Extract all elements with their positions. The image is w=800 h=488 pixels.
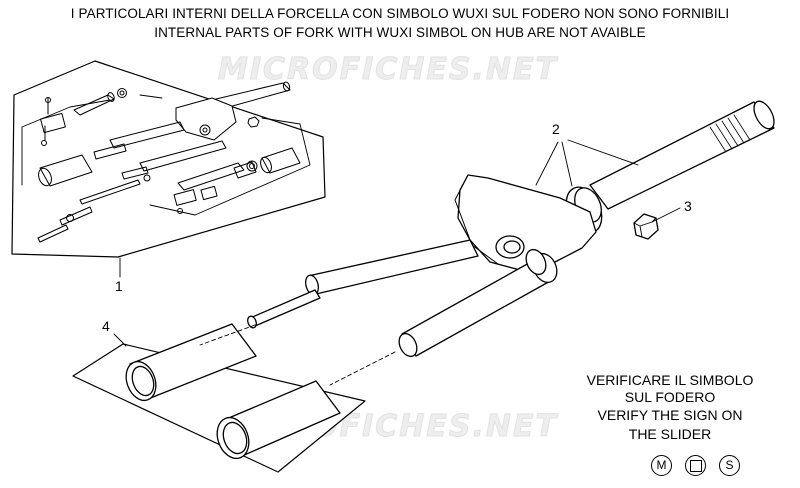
callout-4: 4 [102,318,110,334]
callout-3: 3 [684,198,692,214]
main-fork [247,100,775,358]
leader-lines [113,139,681,386]
lower-sliders [125,323,341,460]
inset-frame [11,60,326,258]
inset-internal-parts [37,88,301,243]
header-note-italian: I PARTICOLARI INTERNI DELLA FORCELLA CON… [70,6,730,21]
watermark-top: MICROFICHES.NET [218,52,558,88]
symbol-m-icon: M [651,455,672,476]
note-line-2: SUL FODERO [624,389,716,405]
inset-fork [93,81,291,180]
symbol-square-icon [685,455,706,476]
note-line-3: VERIFY THE SIGN ON [597,407,743,423]
header-note-english: INTERNAL PARTS OF FORK WITH WUXI SIMBOL … [154,25,646,40]
callout-2: 2 [552,121,560,137]
callout-1: 1 [115,278,123,294]
inset-subframes [21,94,311,216]
symbol-s-icon: S [719,455,740,476]
note-line-4: THE SLIDER [628,426,712,442]
note-line-1: VERIFICARE IL SIMBOLO [586,372,754,388]
